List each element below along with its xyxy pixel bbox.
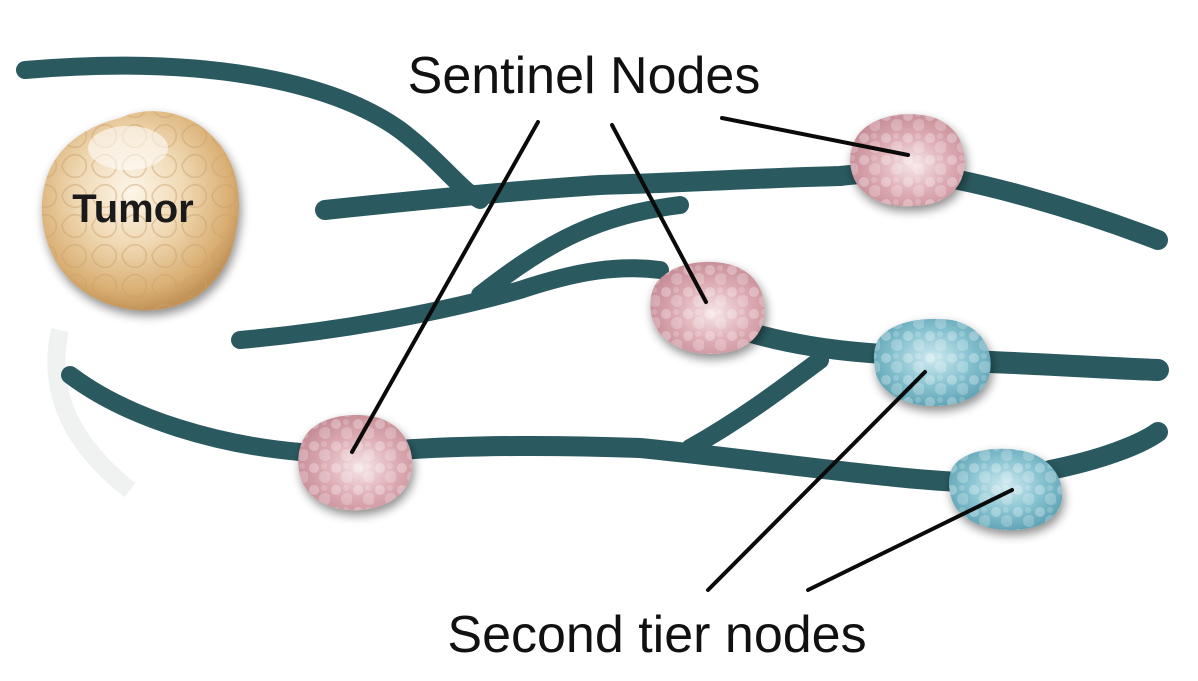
sentinel-node xyxy=(850,114,965,207)
lymph-vessel xyxy=(390,435,970,492)
sentinel-node xyxy=(298,415,413,511)
lymph-vessel xyxy=(231,259,669,349)
lymph-vessel xyxy=(16,56,489,209)
tumor xyxy=(41,111,239,311)
lymph-vessel xyxy=(471,196,689,304)
background-shading xyxy=(47,328,136,498)
second-tier-leader-lines xyxy=(706,370,1014,592)
lymph-vessels xyxy=(16,56,1169,492)
sentinel-leader-lines xyxy=(350,116,910,454)
tumor-texture xyxy=(41,111,239,311)
lymph-vessel xyxy=(1040,422,1168,480)
lymph-vessel xyxy=(61,366,309,461)
leader-line xyxy=(806,488,1014,592)
leader-line xyxy=(610,123,708,304)
leader-line xyxy=(350,120,540,454)
second-tier-nodes-label: Second tier nodes xyxy=(447,606,866,664)
leader-line xyxy=(720,116,910,157)
second-tier-node xyxy=(873,318,991,406)
leader-line xyxy=(706,370,927,592)
tumor-label: Tumor xyxy=(72,187,193,231)
lymph-vessel xyxy=(315,158,920,220)
lymph-vessel xyxy=(681,351,829,457)
sentinel-nodes-label: Sentinel Nodes xyxy=(408,47,761,105)
sentinel-node xyxy=(650,261,765,354)
second-tier-node xyxy=(949,448,1063,530)
